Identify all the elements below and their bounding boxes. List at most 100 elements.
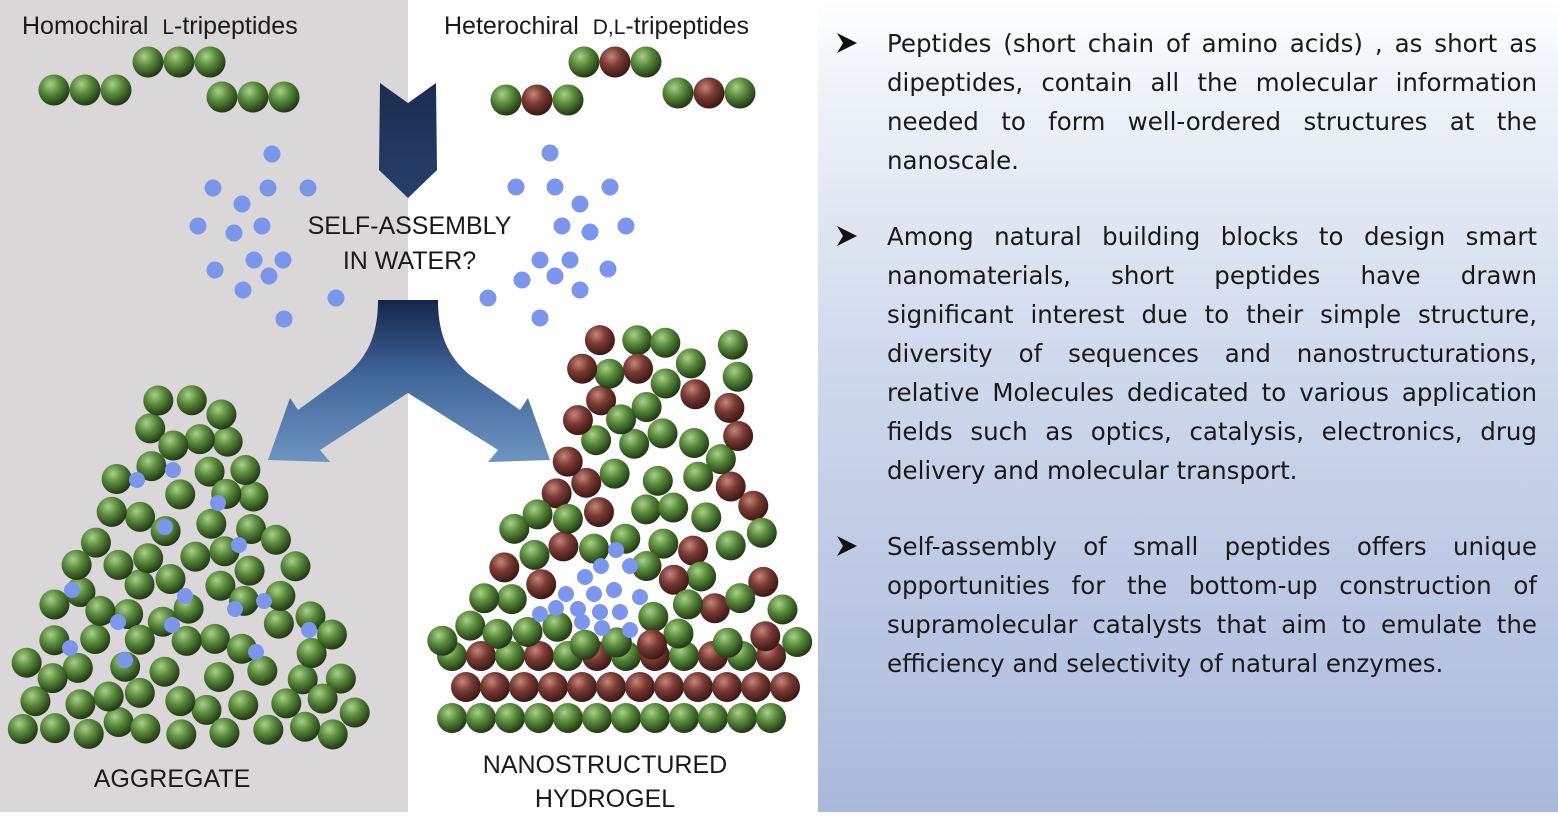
l-residue-bead [93,681,124,712]
l-residue-bead [499,513,530,544]
l-residue-bead [756,703,786,733]
water-molecule [612,604,628,620]
hydrogel-line-2: HYDROGEL [534,785,676,813]
d-residue-bead [715,471,746,502]
l-residue-bead [101,463,132,494]
l-residue-bead [268,81,300,113]
water-molecule [574,614,590,630]
heterochiral-title: Heterochiral D,L-tripeptides [444,12,750,40]
l-residue-bead [317,719,348,750]
d-residue-bead [548,531,579,562]
l-residue-bead [512,616,543,647]
d-residue-bead [466,641,496,671]
aggregate-label: AGGREGATE [93,765,251,793]
water-molecule [165,462,181,478]
l-residue-bead [194,46,226,78]
l-residue-bead [209,717,240,748]
l-residue-bead [61,549,92,580]
l-residue-bead [495,641,525,671]
bullet-list: Peptides (short chain of amino acids) , … [832,24,1537,683]
l-residue-bead [725,583,756,614]
l-residue-bead [163,46,195,78]
water-molecule [531,309,549,327]
d-residue-bead [699,593,730,624]
l-residue-bead [746,517,777,548]
d-residue-bead [584,325,615,356]
l-residue-bead [176,385,207,416]
water-molecule [189,217,207,235]
water-molecule [253,217,271,235]
water-molecule [593,558,609,574]
l-residue-bead [568,46,600,78]
water-molecules [62,144,648,668]
water-molecule [64,582,80,598]
l-residue-bead [490,84,522,116]
water-molecule [617,217,635,235]
l-residue-bead [495,703,525,733]
water-molecule [225,224,243,242]
d-residue-bead [625,672,655,702]
water-molecule [507,178,525,196]
l-residue-bead [581,425,612,456]
l-residue-bead [712,627,743,658]
water-molecule [263,145,281,163]
d-residue-bead [586,385,617,416]
l-residue-bead [594,358,625,389]
water-molecule [608,542,624,558]
l-residue-bead [647,418,678,449]
l-residue-bead [727,703,757,733]
d-residue-bead [521,84,553,116]
l-residue-bead [230,455,261,486]
l-residue-bead [103,707,134,738]
l-residue-bead [149,656,180,687]
water-molecule [299,179,317,197]
l-residue-bead [100,74,132,106]
text-panel [818,0,1558,812]
l-residue-bead [455,610,486,641]
water-molecule [164,617,180,633]
d-residue-bead [489,552,520,583]
water-molecule [248,644,264,660]
l-residue-bead [705,444,736,475]
water-molecule [571,281,589,299]
l-residue-bead [325,663,356,694]
water-molecule [581,223,599,241]
d-residue-bead [526,569,557,600]
d-residue-bead [599,46,631,78]
l-residue-bead [263,608,294,639]
l-residue-bead [650,327,681,358]
l-residue-bead [171,625,202,656]
l-residue-bead [767,594,798,625]
l-residue-bead [663,618,694,649]
water-molecule [259,179,277,197]
d-residue-bead [567,353,598,384]
l-residue-bead [582,703,612,733]
d-residue-bead [750,621,781,652]
l-residue-bead [638,601,669,632]
water-molecule [110,614,126,630]
l-residue-bead [650,368,681,399]
l-residue-bead [238,481,269,512]
l-residue-bead [648,528,679,559]
water-molecule [227,601,243,617]
hydrogel-line-1: NANOSTRUCTURED [482,751,728,779]
l-residue-bead [552,84,584,116]
l-residue-bead [715,530,746,561]
l-residue-bead [619,428,650,459]
water-molecule [301,622,317,638]
l-residue-bead [206,399,237,430]
l-residue-bead [307,683,338,714]
l-residue-bead [287,664,318,695]
l-residue-bead [724,77,756,109]
water-molecule [206,261,224,279]
l-residue-bead [205,570,236,601]
water-molecule [233,195,251,213]
water-molecule [594,620,610,636]
l-residue-bead [130,713,161,744]
l-residue-bead [132,46,164,78]
l-residue-bead [69,74,101,106]
l-residue-bead [669,641,699,671]
l-residue-bead [38,74,70,106]
water-molecule [541,144,559,162]
water-molecule [157,519,173,535]
